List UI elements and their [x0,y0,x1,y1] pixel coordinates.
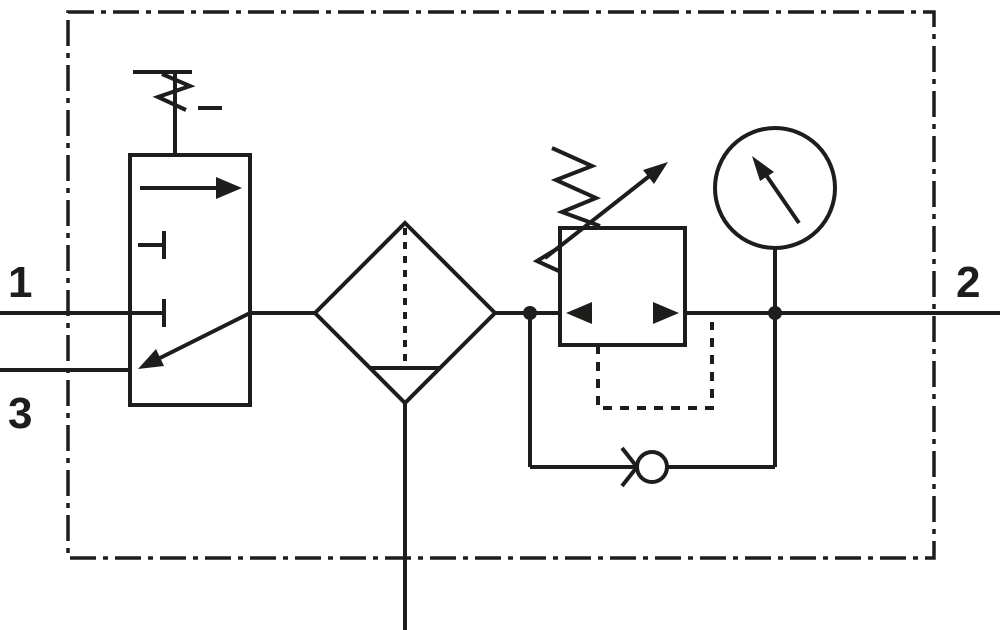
check-valve-seat-icon [620,446,639,488]
regulator-left-arrowhead-icon [566,302,592,324]
gauge-needle-line [764,173,801,225]
junction-dot-left [523,306,537,320]
main-flow-line [0,311,1000,372]
port-2-label: 2 [956,258,980,307]
actuator-spring-icon [152,72,196,112]
valve-flow-arrowhead-icon [216,177,242,199]
manual-actuator [133,70,222,155]
check-valve-ball-icon [635,450,669,484]
gauge-needle-arrowhead-icon [752,156,774,181]
filter [312,220,498,630]
valve-exhaust-arrowhead-icon [138,349,164,369]
check-valve-bypass [523,306,782,488]
port-1-label: 1 [8,258,32,307]
regulator-spring-icon [550,146,602,228]
pressure-gauge [713,126,837,313]
valve-exhaust-arrow-line [151,311,251,364]
regulator-right-arrowhead-icon [653,302,679,324]
regulator-adjustment-arrow-line [543,172,654,260]
valve-blocked-port-upper-icon [138,231,166,259]
regulator-adjustment-tail-chevron-icon [532,245,562,274]
pressure-regulator [532,146,714,410]
on-off-valve [128,70,252,407]
port-3-label: 3 [8,389,32,438]
regulator-adjustment-arrowhead-icon [643,162,668,184]
regulator-pilot-dashed-line [596,322,714,410]
valve-blocked-port-lower-icon [130,299,166,327]
regulator-body [558,226,687,347]
enclosure-border [66,10,936,560]
